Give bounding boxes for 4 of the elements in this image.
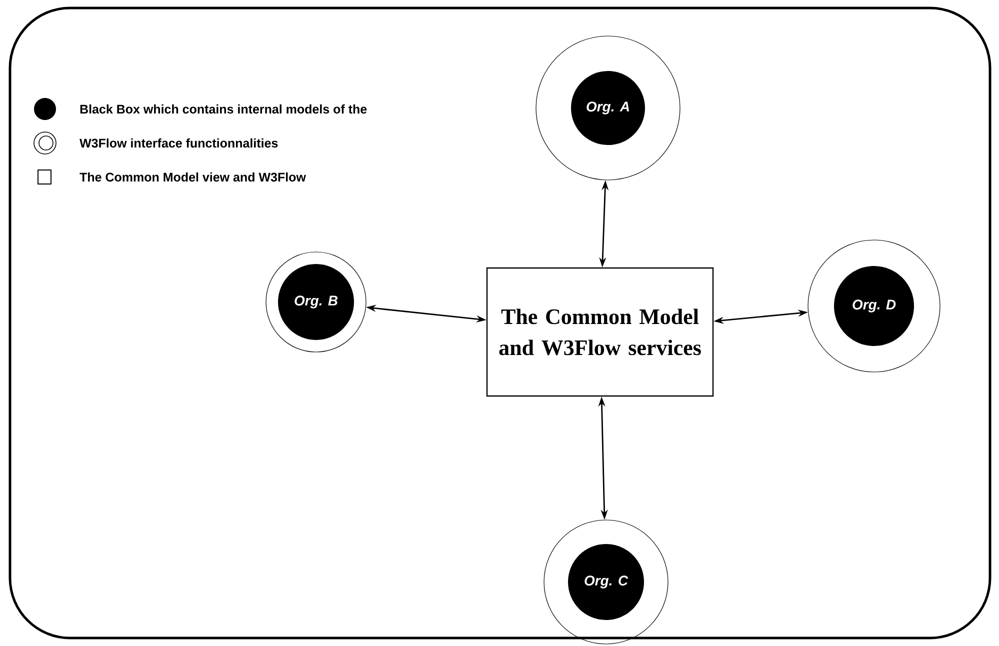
service-box: The Common Model and W3Flow services (486, 267, 714, 397)
legend-entry: The Common Model view and W3Flow (38, 170, 306, 184)
legend-entry: Black Box which contains internal models of the (34, 98, 367, 120)
legend-entry: W3Flow interface functionnalities (34, 132, 278, 154)
